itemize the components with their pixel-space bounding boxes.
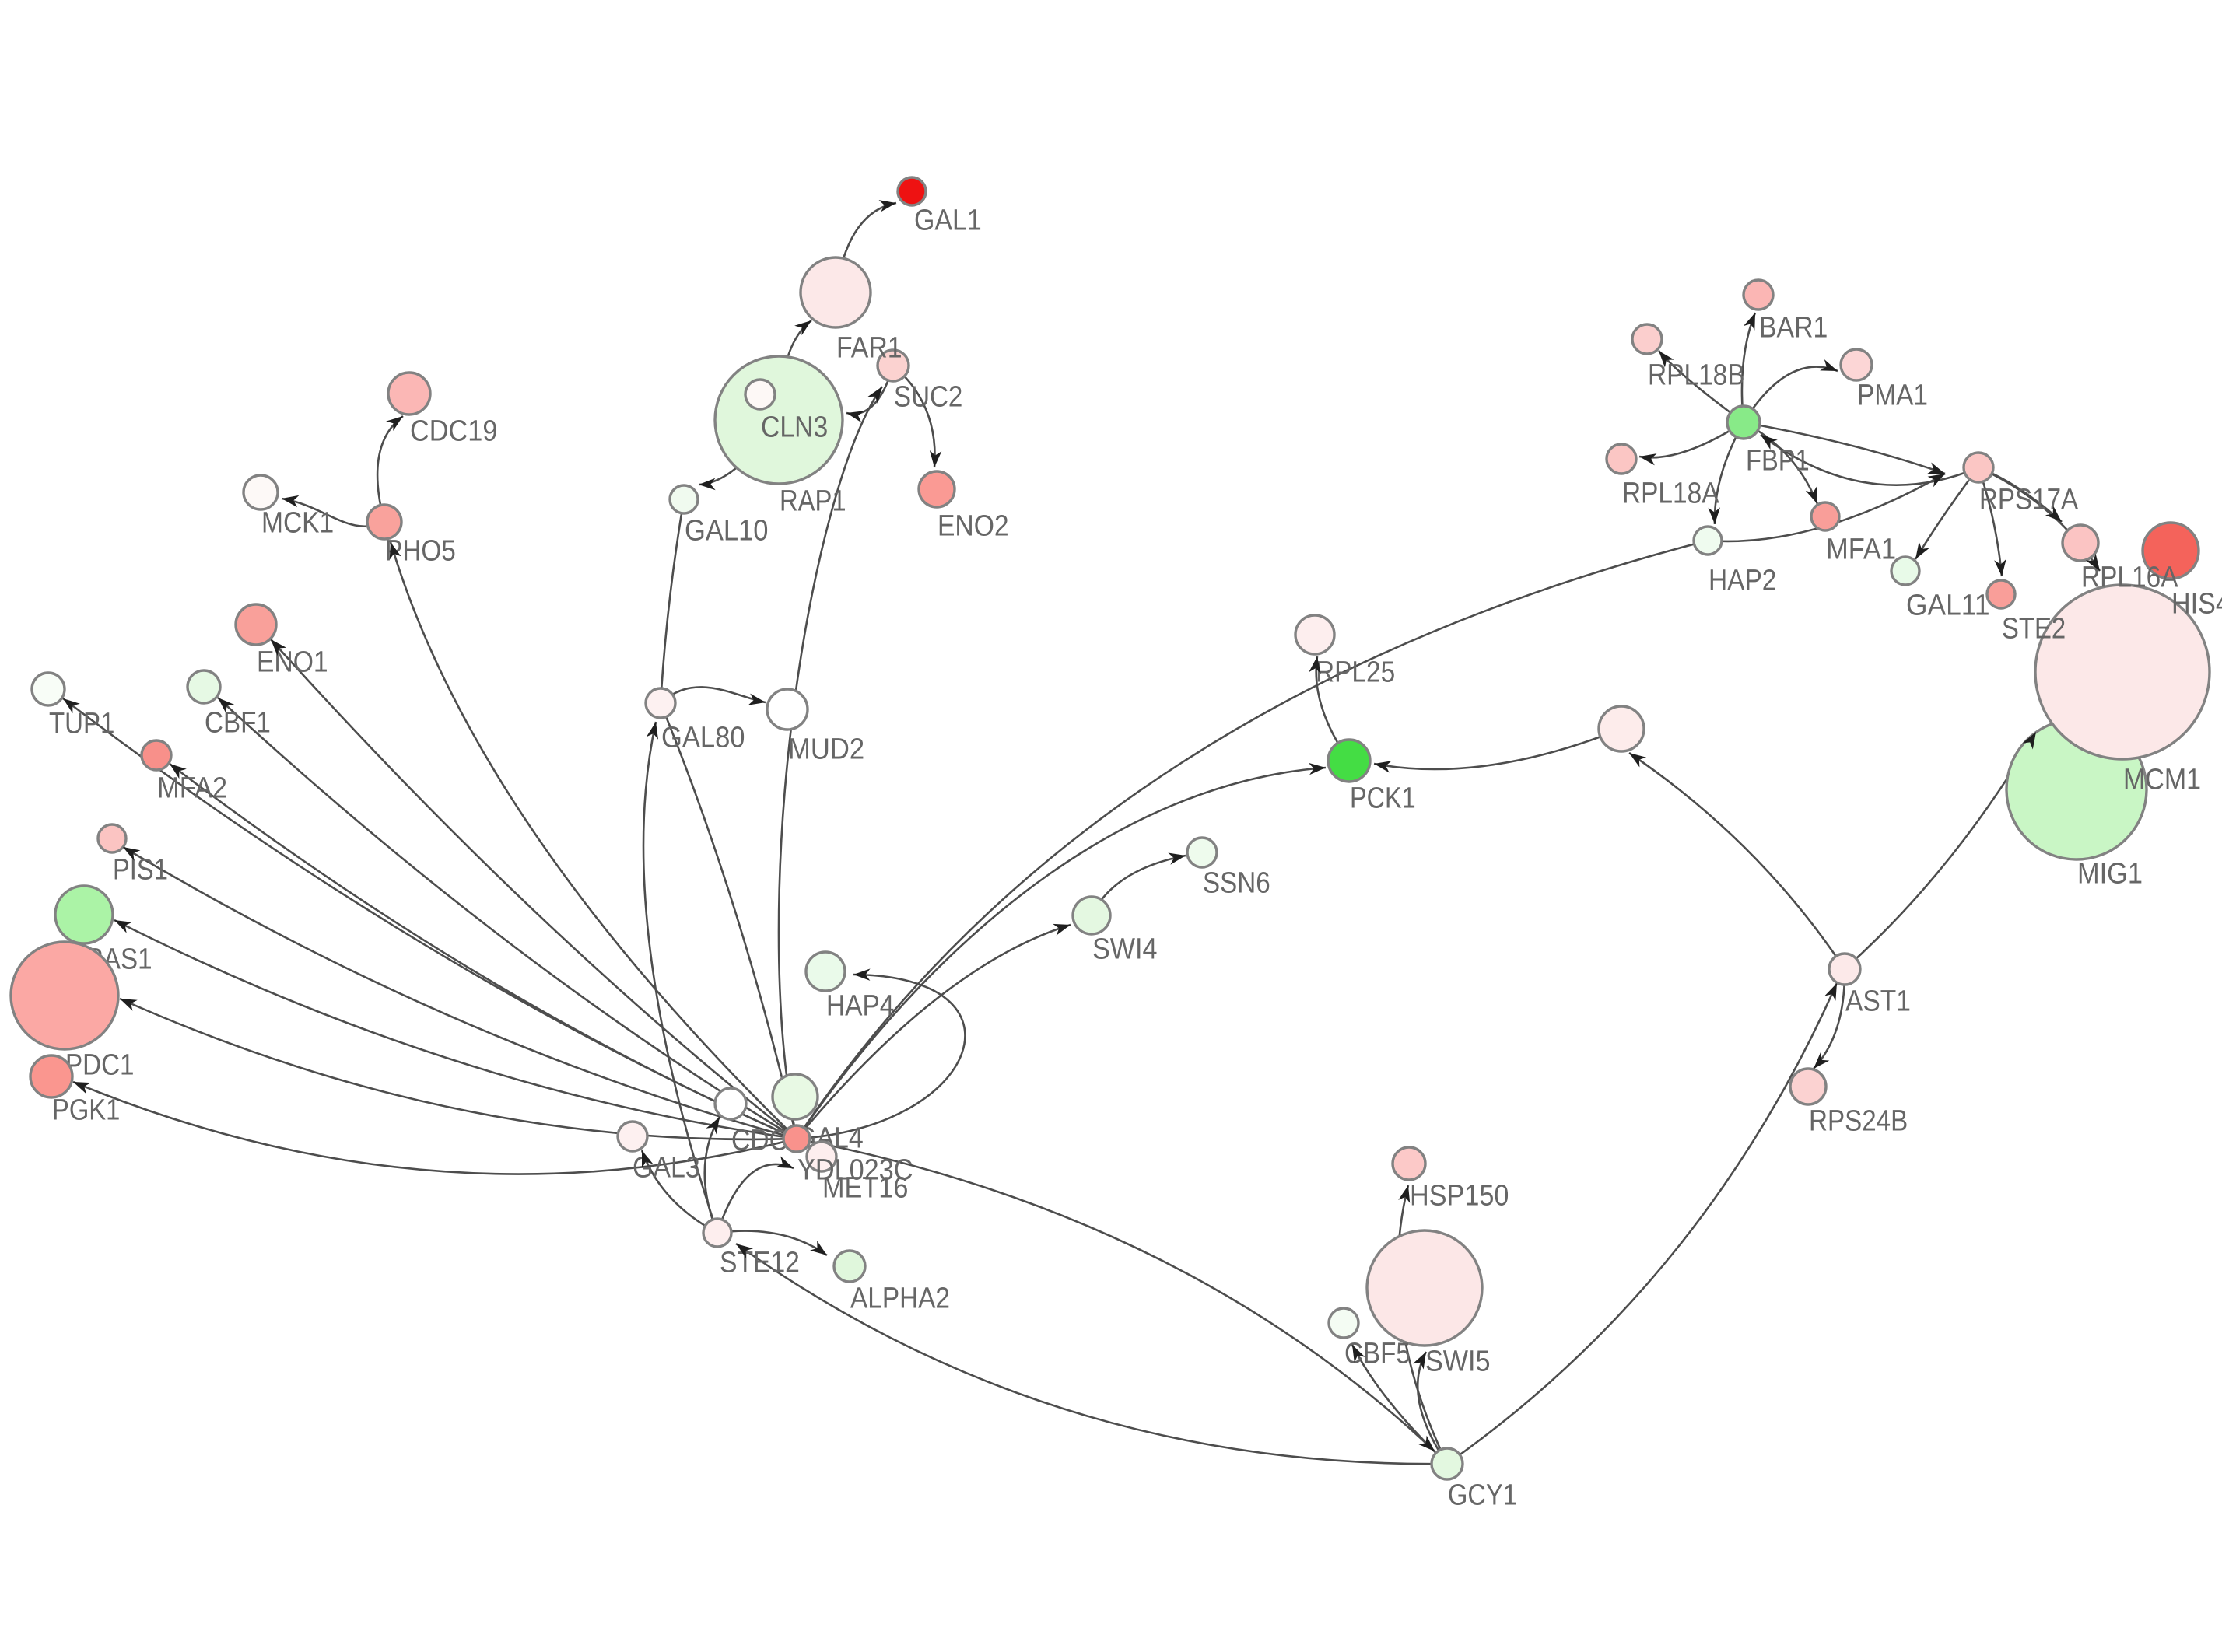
svg-text:RPS24B: RPS24B — [1809, 1105, 1908, 1138]
svg-text:MET16: MET16 — [822, 1172, 908, 1205]
svg-text:CBF1: CBF1 — [205, 707, 271, 740]
svg-text:YDL023C: YDL023C — [797, 1154, 913, 1187]
svg-text:GAL11: GAL11 — [1906, 590, 1990, 622]
svg-text:SSN6: SSN6 — [1203, 867, 1270, 900]
svg-text:PDC1: PDC1 — [65, 1049, 135, 1082]
svg-text:HAP4: HAP4 — [826, 990, 894, 1023]
svg-text:RPS17A: RPS17A — [1979, 484, 2079, 516]
svg-text:HSP150: HSP150 — [1410, 1180, 1509, 1213]
svg-text:GCY1: GCY1 — [1448, 1479, 1517, 1512]
svg-text:PCK1: PCK1 — [1350, 782, 1416, 815]
svg-text:ENO1: ENO1 — [257, 646, 328, 679]
svg-text:SWI5: SWI5 — [1425, 1346, 1491, 1378]
svg-text:FBP1: FBP1 — [1746, 445, 1810, 478]
svg-text:AST1: AST1 — [1845, 985, 1911, 1018]
svg-text:HAP2: HAP2 — [1709, 565, 1776, 597]
svg-text:HIS4: HIS4 — [2171, 588, 2222, 621]
svg-text:GAL1: GAL1 — [914, 205, 982, 237]
svg-text:SUC2: SUC2 — [894, 381, 962, 414]
svg-text:MFA2: MFA2 — [157, 772, 227, 805]
svg-text:STE2: STE2 — [2002, 613, 2066, 646]
svg-text:GAL80: GAL80 — [661, 722, 745, 754]
svg-text:GAL10: GAL10 — [685, 515, 769, 548]
svg-text:PIS1: PIS1 — [113, 854, 168, 887]
svg-text:RAP1: RAP1 — [780, 485, 846, 518]
svg-text:SWI4: SWI4 — [1092, 933, 1158, 966]
svg-text:ALPHA2: ALPHA2 — [850, 1283, 950, 1315]
svg-text:RPL18A: RPL18A — [1622, 478, 1719, 510]
svg-text:ENO2: ENO2 — [938, 510, 1009, 543]
svg-text:FAR1: FAR1 — [836, 332, 902, 365]
svg-text:CDC19: CDC19 — [410, 415, 497, 448]
svg-text:MUD2: MUD2 — [788, 733, 864, 766]
svg-text:STE12: STE12 — [720, 1247, 800, 1279]
svg-text:MCK1: MCK1 — [261, 507, 334, 540]
svg-text:TUP1: TUP1 — [49, 708, 114, 740]
svg-text:RPL18B: RPL18B — [1648, 359, 1745, 392]
svg-text:PGK1: PGK1 — [52, 1094, 120, 1127]
svg-text:MIG1: MIG1 — [2077, 858, 2143, 891]
svg-text:CLN3: CLN3 — [761, 411, 828, 444]
svg-text:MFA1: MFA1 — [1826, 534, 1896, 566]
svg-text:MCM1: MCM1 — [2123, 764, 2201, 796]
svg-text:BAR1: BAR1 — [1759, 312, 1828, 345]
svg-text:PMA1: PMA1 — [1857, 380, 1928, 412]
svg-text:RPL25: RPL25 — [1316, 656, 1395, 689]
